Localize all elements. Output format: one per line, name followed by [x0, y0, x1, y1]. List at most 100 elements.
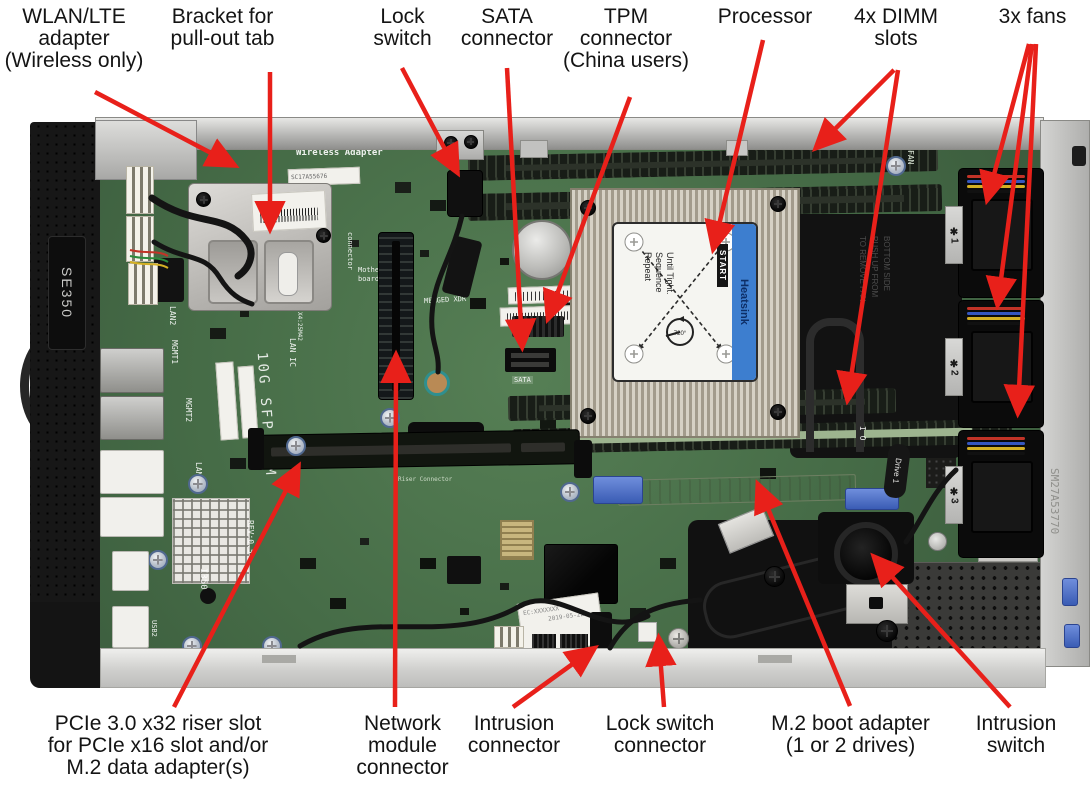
fan-number: 1: [948, 237, 960, 244]
fan-3: [958, 430, 1044, 558]
screw-icon: [770, 196, 786, 212]
front-bezel: [30, 122, 108, 650]
release-latch: [1064, 624, 1080, 648]
callout-tpm-connector: TPM connector (China users): [562, 5, 690, 72]
callout-intrusion-switch: Intrusion switch: [975, 712, 1057, 757]
usb-port: [112, 551, 149, 591]
callout-fans: 3x fans: [998, 5, 1067, 28]
sata-connector-part: [505, 348, 556, 372]
heatsink-label-title: Heatsink: [738, 279, 750, 325]
silkscreen-connector: connector: [346, 232, 354, 270]
start-tag: START: [717, 244, 728, 288]
pcie-riser-slot-part: [257, 429, 581, 470]
riser-end-clip: [574, 440, 592, 478]
rail-notch: [758, 655, 792, 663]
fan-3-tab: ✱3: [945, 466, 963, 524]
fan-wires: [967, 175, 1025, 195]
heatsink-label-stripe: Heatsink: [732, 224, 756, 380]
rail-tab: [726, 140, 748, 156]
screw-icon: [764, 566, 785, 587]
silkscreen-rev: REV:0.5: [246, 520, 255, 554]
callout-bracket-pull-out-tab: Bracket for pull-out tab: [170, 5, 275, 50]
white-heatsink: [172, 498, 250, 584]
intrusion-switch-button: [834, 522, 898, 586]
silkscreen-mother-board: Mother board: [358, 266, 384, 283]
bracket-clip-tab: [278, 252, 298, 296]
fan-1-tab: ✱1: [945, 206, 963, 264]
fan-2: [958, 300, 1044, 428]
test-point: [424, 370, 450, 396]
callout-wlan-lte-adapter: WLAN/LTE adapter (Wireless only): [4, 5, 144, 72]
silkscreen-x4: X4:25M42: [296, 312, 303, 341]
ic-socket: [500, 520, 534, 560]
bmc-chip: [447, 556, 481, 584]
lan-port: [100, 497, 164, 537]
silkscreen-io: I O: [858, 426, 867, 441]
smd-chip: [210, 328, 226, 339]
mgmt-port: [100, 396, 164, 440]
screw-icon: [196, 192, 211, 207]
fan-wires: [967, 437, 1025, 457]
intrusion-connector-part: [590, 612, 612, 650]
front-panel-header: [126, 216, 154, 262]
fan-wires: [967, 307, 1025, 327]
model-tab: SE350: [48, 236, 86, 350]
drive-tab-label: Drive 1: [890, 457, 904, 485]
screw-icon: [580, 408, 596, 424]
callout-m2-boot-adapter: M.2 boot adapter (1 or 2 drives): [771, 712, 930, 757]
front-usb-header: [494, 626, 524, 648]
screw-icon: [668, 628, 689, 649]
chassis-part-number: SM27A53770: [1048, 468, 1061, 535]
m2-retainer: [593, 476, 643, 504]
callout-network-module-connector: Network module connector: [356, 712, 449, 779]
rail-tab: [520, 140, 548, 158]
fan-icon: ✱: [948, 226, 960, 238]
callout-processor: Processor: [717, 5, 813, 28]
smd-chip: [240, 310, 249, 317]
screw-icon: [464, 135, 478, 149]
fan-number: 2: [948, 369, 960, 376]
part-number-text: SC17A55676: [290, 172, 328, 182]
callout-pcie-riser-slot: PCIe 3.0 x32 riser slot for PCIe x16 slo…: [47, 712, 269, 779]
silkscreen-mgmt2: MGMT2: [184, 398, 193, 423]
silkscreen-wireless-adapter: Wireless Adapter: [296, 148, 383, 158]
bracket-barcode-sticker: [251, 190, 327, 232]
callout-sata-connector: SATA connector: [460, 5, 554, 50]
screw-icon: [876, 620, 898, 642]
front-panel-header: [126, 166, 154, 214]
standoff-barrel: [928, 532, 947, 551]
screw-icon: [286, 436, 306, 456]
screw-icon: [580, 200, 596, 216]
fan-icon: ✱: [948, 358, 960, 370]
callout-dimm-slots: 4x DIMM slots: [854, 5, 938, 50]
screw-icon: [148, 550, 168, 570]
chassis-bottom-rail: [100, 648, 1046, 688]
fan-2-tab: ✱2: [945, 338, 963, 396]
silkscreen-lan2: LAN2: [168, 306, 177, 326]
speaker: [154, 258, 184, 302]
silkscreen-lan-ic: LAN IC: [288, 338, 297, 367]
usb-port: [112, 606, 149, 648]
silkscreen-sata: SATA: [512, 376, 533, 384]
riser-end-clip: [248, 428, 264, 470]
rubber-cap: [200, 588, 216, 604]
screw-icon: [316, 228, 331, 243]
screw-icon: [188, 474, 208, 494]
svg-text:720°: 720°: [674, 331, 687, 337]
screw-icon: [886, 156, 906, 176]
silkscreen-fan: FAN: [906, 150, 915, 165]
screw-icon: [560, 482, 580, 502]
baffle-instruction-text: TO REMOVE FAN PUSH UP FROM BOTTOM SIDE: [858, 236, 891, 302]
pin-header: [560, 634, 588, 649]
screw-icon: [444, 136, 458, 150]
screw-icon: [380, 408, 400, 428]
bracket-clip: [208, 240, 258, 304]
callout-intrusion-connector: Intrusion connector: [467, 712, 561, 757]
network-module-connector-part: [378, 232, 414, 400]
callout-lock-switch-connector: Lock switch connector: [605, 712, 715, 757]
screw-icon: [770, 404, 786, 420]
thumbscrew: [1072, 146, 1086, 166]
silkscreen-riser: Riser Connector: [398, 476, 453, 483]
switch-bracket: [846, 584, 908, 624]
